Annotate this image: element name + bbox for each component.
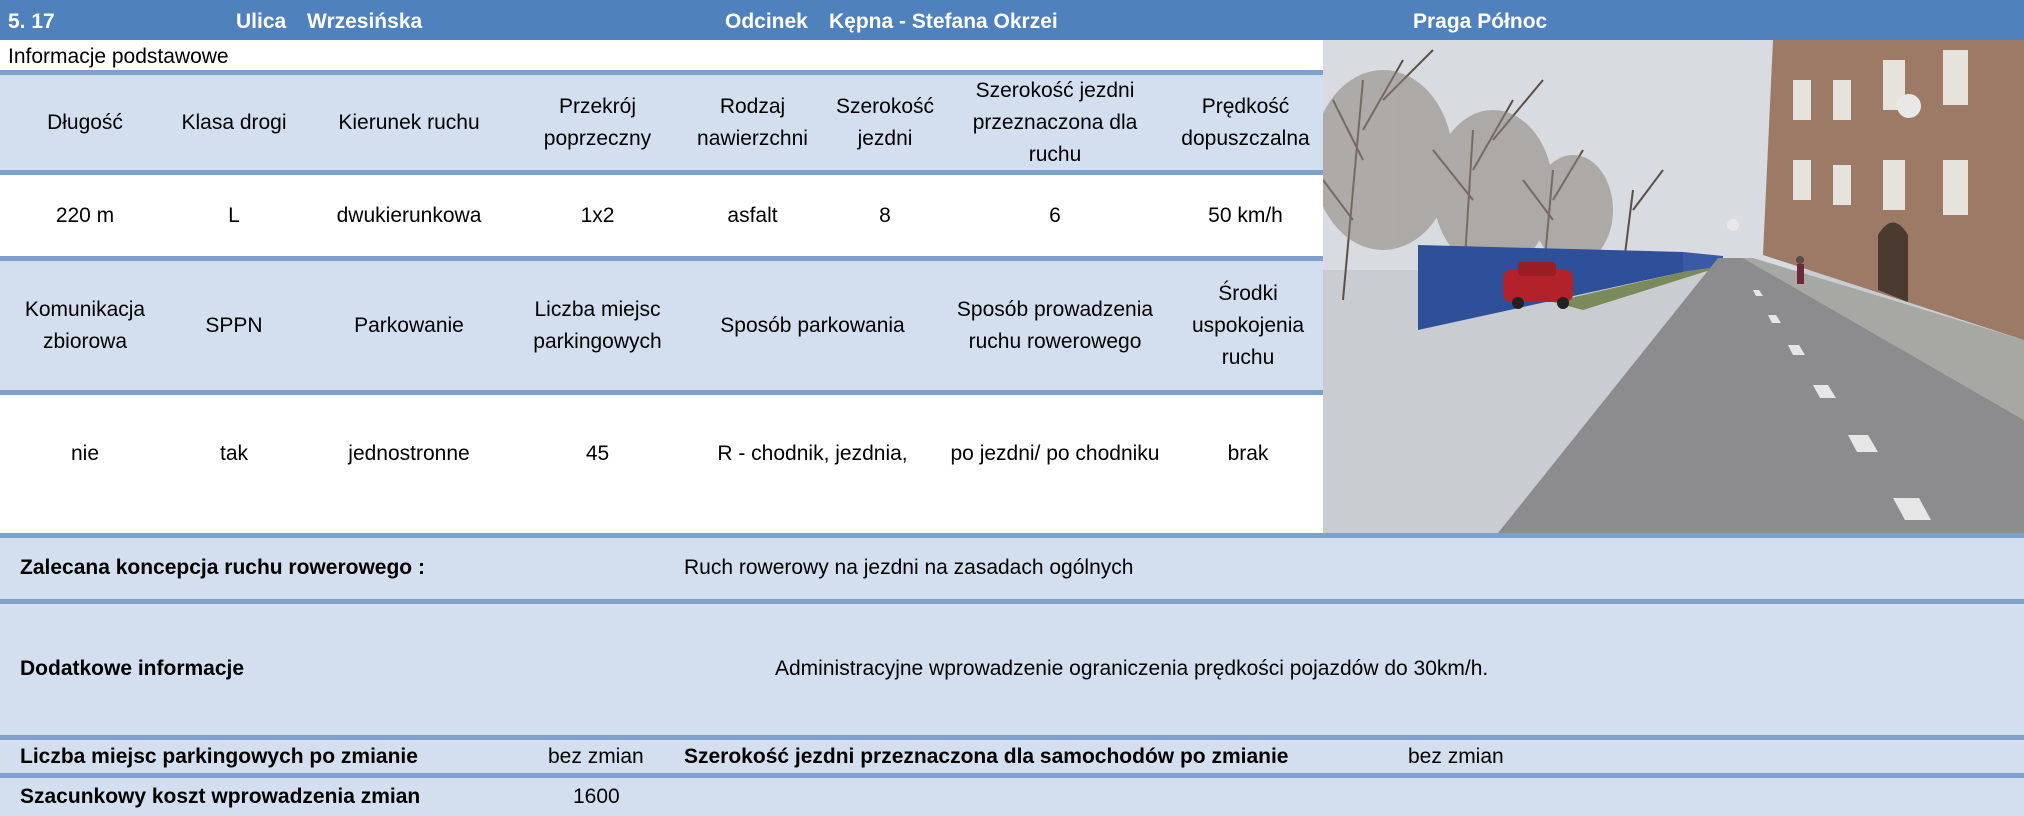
th-public-transport: Komunikacja zbiorowa [24,297,146,353]
td-public-transport: nie [70,442,100,465]
parking-after-value: bez zmian [548,745,644,768]
header-bar: 5. 17 Ulica Wrzesińska Odcinek Kępna - S… [0,0,2024,40]
recommended-value: Ruch rowerowy na jezdni na zasadach ogól… [684,556,1134,579]
th-road-width: Szerokość jezdni [835,94,935,150]
divider [0,599,2024,604]
district-name: Praga Północ [1413,10,1548,33]
td-sppn: tak [219,442,248,465]
th-road-class: Klasa drogi [181,110,287,134]
divider [0,735,2024,740]
td-parking-method: R - chodnik, jezdnia, [717,442,908,465]
divider [0,70,1323,75]
width-after-label: Szerokość jezdni przeznaczona dla samoch… [684,745,1289,768]
divider [0,390,1323,395]
additional-info-row: Dodatkowe informacje Administracyjne wpr… [0,604,2024,735]
width-after-value: bez zmian [1408,745,1504,768]
table1-header-band: Długość Klasa drogi Kierunek ruchu Przek… [0,75,1323,170]
td-traffic-calming: brak [1227,442,1269,465]
th-traffic-width: Szerokość jezdni przeznaczona dla ruchu [972,78,1138,166]
th-traffic-direction: Kierunek ruchu [338,110,480,134]
td-cross-section: 1x2 [580,203,615,227]
td-length: 220 m [55,203,115,227]
td-road-width: 8 [879,203,891,227]
divider [0,170,1323,175]
after-change-row: Liczba miejsc parkingowych po zmianie be… [0,740,2024,773]
additional-info-value: Administracyjne wprowadzenie ograniczeni… [775,657,1489,680]
th-cross-section: Przekrój poprzeczny [543,94,652,150]
td-parking: jednostronne [348,442,470,465]
th-sppn: SPPN [205,313,263,337]
segment-label: Odcinek [725,10,808,33]
record-number: 5. 17 [8,10,55,33]
th-length: Długość [47,110,123,134]
street-label: Ulica [236,10,287,33]
td-bike-routing: po jezdni/ po chodniku [950,442,1160,465]
table1-values-row: 220 m L dwukierunkowa 1x2 asfalt 8 6 50 … [0,175,1323,256]
td-speed-limit: 50 km/h [1208,203,1283,227]
td-parking-spaces: 45 [585,442,610,465]
cost-label: Szacunkowy koszt wprowadzenia zmian [20,785,421,808]
divider [0,533,2024,538]
section-title: Informacje podstawowe [8,45,229,68]
table2-values-row: nie tak jednostronne 45 R - chodnik, jez… [0,395,1323,533]
cost-value: 1600 [573,785,620,808]
td-surface-type: asfalt [727,203,778,227]
additional-info-label: Dodatkowe informacje [20,657,245,680]
th-bike-routing: Sposób prowadzenia ruchu rowerowego [956,297,1154,353]
th-parking-method: Sposób parkowania [720,313,905,337]
th-parking: Parkowanie [354,313,464,337]
td-traffic-direction: dwukierunkowa [336,203,482,227]
divider [0,773,2024,778]
parking-after-label: Liczba miejsc parkingowych po zmianie [20,745,418,768]
th-surface-type: Rodzaj nawierzchni [697,94,808,150]
segment-name: Kępna - Stefana Okrzei [829,10,1058,33]
street-name: Wrzesińska [307,10,423,33]
table2-header-band: Komunikacja zbiorowa SPPN Parkowanie Lic… [0,261,1323,390]
td-road-class: L [228,203,240,227]
cost-row: Szacunkowy koszt wprowadzenia zmian 1600 [0,778,2024,816]
recommended-row: Zalecana koncepcja ruchu rowerowego : Ru… [0,538,2024,599]
th-parking-spaces: Liczba miejsc parkingowych [533,297,662,353]
divider [0,256,1323,261]
td-traffic-width: 6 [1049,203,1061,227]
street-photo [1323,40,2024,533]
th-speed-limit: Prędkość dopuszczalna [1181,94,1310,150]
th-traffic-calming: Środki uspokojenia ruchu [1191,281,1305,369]
recommended-label: Zalecana koncepcja ruchu rowerowego : [20,556,425,579]
